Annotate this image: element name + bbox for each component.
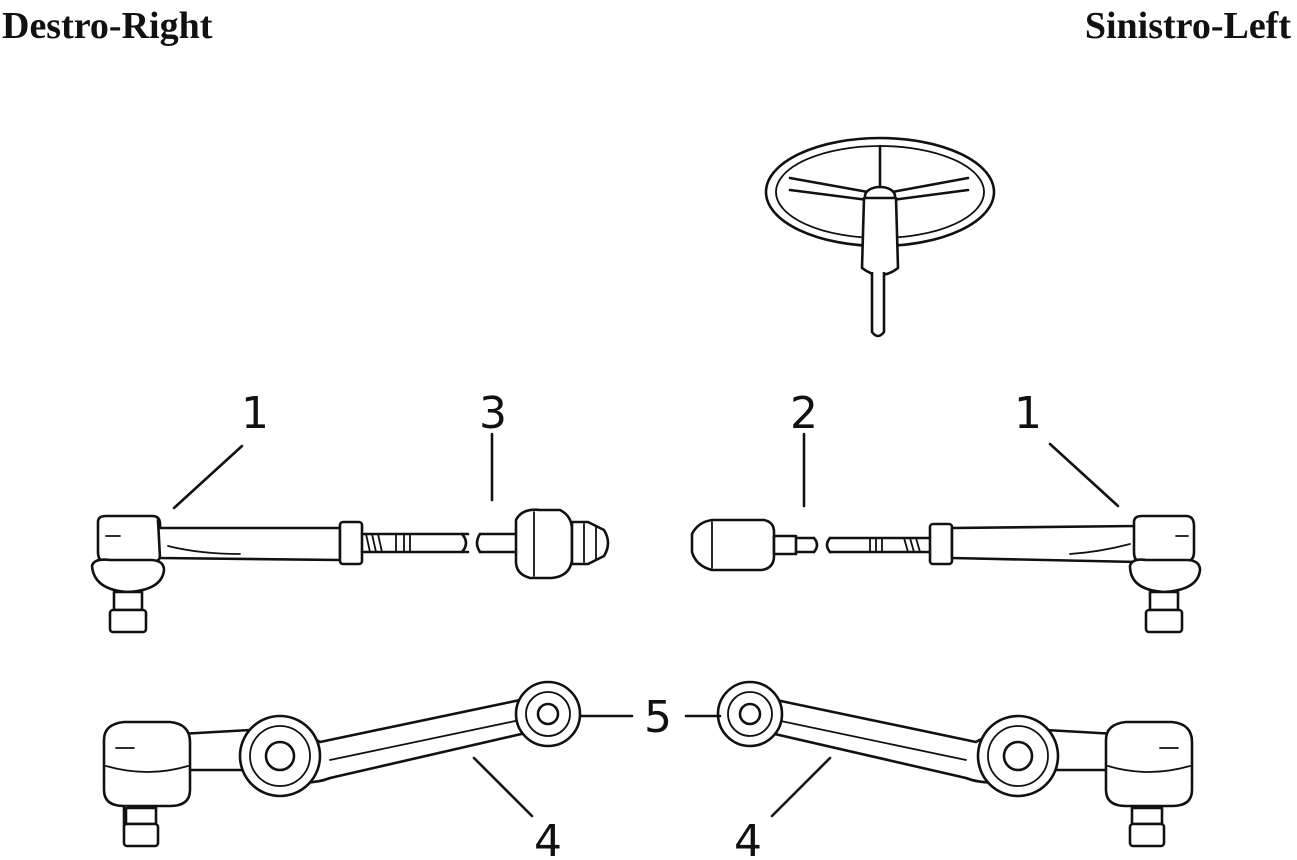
steering-wheel [764,136,996,338]
leader-lines [172,432,1120,818]
callout-4-left: 4 [734,816,762,860]
control-arm-left-side [716,680,1194,848]
callout-1-left: 1 [1014,388,1042,439]
control-arm-right-side [102,680,582,848]
header-destro-right: Destro-Right [2,5,213,47]
callout-1-right: 1 [241,388,269,439]
inner-tie-rod-3 [475,508,610,580]
tie-rod-end-right-side [90,514,470,634]
callout-4-right: 4 [534,816,562,860]
callout-2: 2 [790,388,818,439]
callout-5: 5 [644,692,672,743]
header-sinistro-left: Sinistro-Left [1084,5,1291,47]
tie-rod-end-left-side [825,514,1202,634]
inner-tie-rod-2 [690,518,819,572]
callout-3: 3 [479,388,507,439]
